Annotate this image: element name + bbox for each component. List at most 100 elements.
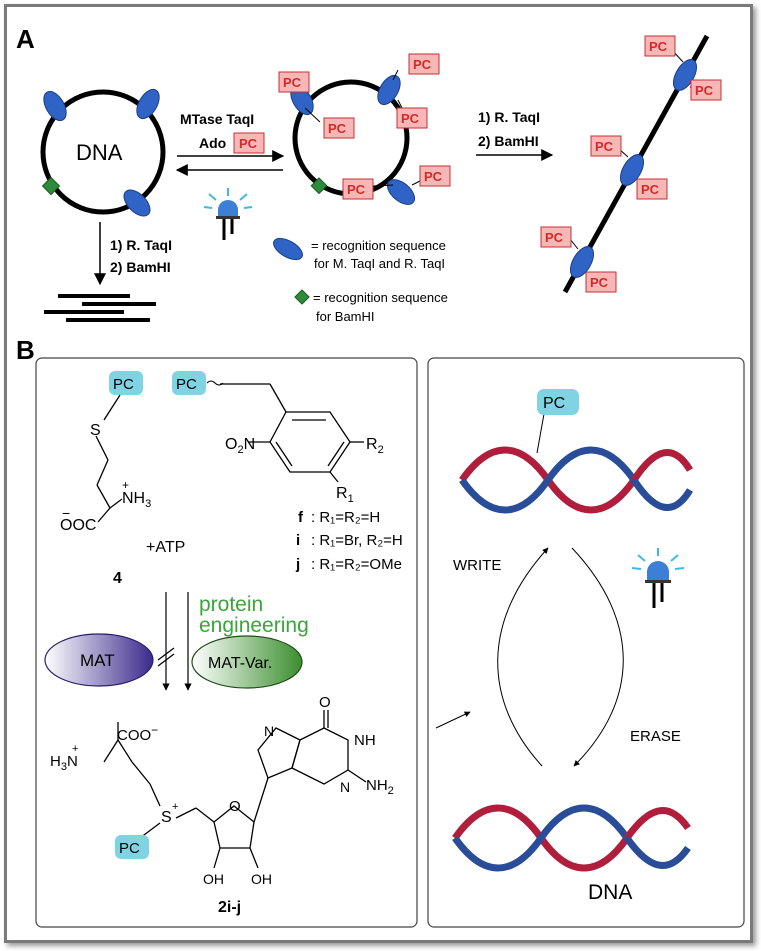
digest-step-1: 1) R. TaqI <box>478 109 540 125</box>
dna-helix-bottom <box>452 804 691 872</box>
pc-label: PC <box>649 39 668 54</box>
hydroxyl-label: OH <box>251 871 272 887</box>
hydroxyl-label: OH <box>203 871 224 887</box>
compound-4-structure: PC S NH3 + OOC − +ATP 4 <box>60 371 185 587</box>
blocked-mark <box>157 653 175 667</box>
connector-arrow <box>435 711 471 729</box>
panel-b-label: B <box>16 335 35 365</box>
panel-a-label: A <box>16 24 35 54</box>
protein-engineering-label-2: engineering <box>199 614 309 637</box>
write-label: WRITE <box>453 557 501 574</box>
pc-label: PC <box>328 121 347 136</box>
led-light-icon <box>631 548 685 608</box>
pyrimidine-n-label: N <box>340 779 350 795</box>
variant-f-text: : R₁=R₂=H <box>311 509 380 526</box>
plus-charge: + <box>72 743 78 755</box>
pc-label: PC <box>545 230 564 245</box>
dna-label-a: DNA <box>76 140 123 165</box>
plus-charge: + <box>122 478 129 492</box>
mat-var-enzyme <box>191 635 303 689</box>
nh-label: NH <box>354 732 376 749</box>
pc-label: PC <box>543 395 565 412</box>
pc-box <box>233 132 265 154</box>
dna-fragments <box>44 294 156 322</box>
variant-i-key: i <box>296 532 300 549</box>
pc-label: PC <box>590 275 609 290</box>
pc-label: PC <box>695 83 714 98</box>
sulfur-label: S <box>90 422 101 439</box>
variant-j-key: j <box>295 556 300 573</box>
erase-arrow <box>571 547 624 767</box>
panel-b-left-box <box>35 357 418 928</box>
pc-label: PC <box>113 376 134 393</box>
plasmid-unmodified: DNA <box>40 88 166 217</box>
pc-label: PC <box>413 57 432 72</box>
pc-label: PC <box>424 169 443 184</box>
bamhi-site-diamond <box>41 176 61 196</box>
mat-label: MAT <box>80 651 115 670</box>
nh2-label: NH2 <box>366 777 394 797</box>
recognition-site-ellipse <box>569 246 595 278</box>
r2-label: R2 <box>366 436 384 456</box>
carbonyl-oxygen-label: O <box>319 694 331 711</box>
legend-diamond-text-2: for BamHI <box>316 309 375 324</box>
dna-label-b: DNA <box>588 881 632 904</box>
panel-b-right-box <box>427 357 745 928</box>
imidazole-n-label: N <box>264 723 274 739</box>
write-arrow <box>497 547 549 767</box>
plus-charge: + <box>172 801 178 813</box>
mat-enzyme <box>44 633 154 687</box>
blocked-mark <box>157 647 175 661</box>
recognition-site-ellipse <box>619 154 645 186</box>
variant-j-text: : R₁=R₂=OMe <box>311 556 402 573</box>
minus-charge: − <box>62 505 70 521</box>
nitrobenzyl-structure: PC O2N R2 R1 f : R₁=R₂=H i : R₁=Br, R₂=H… <box>172 371 403 573</box>
legend-ellipse-text-1: = recognition sequence <box>311 238 446 253</box>
legend-diamond <box>294 289 310 305</box>
legend-ellipse <box>273 237 303 261</box>
recognition-site-ellipse <box>377 74 401 106</box>
compound-2ij-label: 2i-j <box>218 899 241 916</box>
plus-atp-label: +ATP <box>146 539 185 556</box>
o2n-label: O2N <box>225 436 255 456</box>
legend-ellipse-text-2: for M. TaqI and R. TaqI <box>314 256 445 271</box>
ring-oxygen-label: O <box>229 798 241 815</box>
h3n-label: H3N <box>50 753 78 773</box>
recognition-site-ellipse <box>386 179 416 205</box>
pc-label: PC <box>176 376 197 393</box>
mat-var-label: MAT-Var. <box>208 655 272 672</box>
led-light-icon <box>203 188 253 240</box>
pc-label: PC <box>239 136 258 151</box>
recognition-site-ellipse <box>123 189 151 217</box>
pc-label: PC <box>347 182 366 197</box>
pc-label: PC <box>119 840 140 857</box>
plasmid-modified: PC PC PC PC PC PC <box>278 53 451 205</box>
digest-step-2-down: 2) BamHI <box>110 259 171 275</box>
compound-4-label: 4 <box>113 570 122 587</box>
coo-label: COO− <box>117 723 158 744</box>
pc-label: PC <box>401 111 420 126</box>
erase-label: ERASE <box>630 728 681 745</box>
r1-label: R1 <box>336 485 354 505</box>
recognition-site-ellipse <box>43 90 67 122</box>
reaction-mtase: MTase TaqI <box>180 111 254 127</box>
variant-i-text: : R₁=Br, R₂=H <box>311 532 403 549</box>
dna-helix-top: PC <box>459 389 694 514</box>
recognition-site-ellipse <box>136 88 160 120</box>
product-2ij-structure: COO− H3N + S + PC O OH OH O NH N N NH2 2… <box>50 694 394 916</box>
pc-label: PC <box>595 139 614 154</box>
digest-step-2: 2) BamHI <box>478 133 539 149</box>
variant-f-key: f <box>298 509 304 526</box>
pc-label: PC <box>283 75 302 90</box>
pc-label: PC <box>641 182 660 197</box>
nh3-label: NH3 <box>122 490 151 510</box>
sulfonium-label: S <box>161 809 172 826</box>
digest-step-1-down: 1) R. TaqI <box>110 237 172 253</box>
ooc-label: OOC <box>60 517 96 534</box>
bamhi-site-diamond <box>310 177 328 195</box>
legend-diamond-text-1: = recognition sequence <box>313 290 448 305</box>
linear-dna-modified: PC PC PC PC PC PC <box>540 34 722 294</box>
reaction-ado: Ado <box>199 135 226 151</box>
protein-engineering-label-1: protein <box>199 593 263 616</box>
